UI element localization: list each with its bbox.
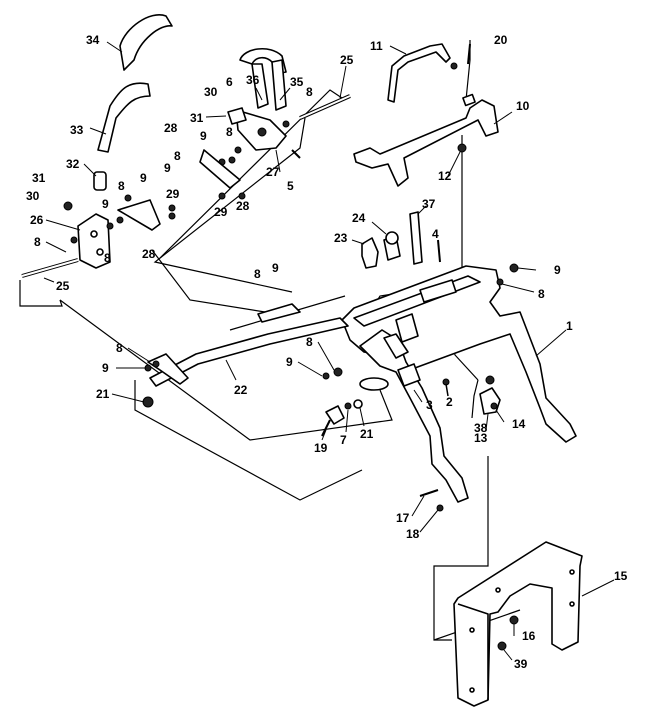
callout-12: 12 bbox=[438, 169, 452, 183]
callout-39: 39 bbox=[514, 657, 528, 671]
part-23-24-switches bbox=[351, 221, 401, 269]
callout-8: 8 bbox=[306, 85, 313, 99]
part-10-mounting-plate bbox=[353, 93, 513, 187]
callout-28: 28 bbox=[164, 121, 178, 135]
callout-29: 29 bbox=[166, 187, 180, 201]
part-15-frame-bracket bbox=[453, 541, 615, 707]
callout-14: 14 bbox=[512, 417, 526, 431]
callout-leaders bbox=[45, 149, 537, 661]
part-26-lever-bracket bbox=[45, 213, 111, 269]
callout-9: 9 bbox=[164, 161, 171, 175]
part-37-pin bbox=[409, 205, 427, 265]
part-16-39-nuts bbox=[497, 615, 519, 651]
upper-small-parts bbox=[168, 107, 301, 212]
part-20-screw bbox=[450, 43, 471, 70]
callout-8: 8 bbox=[104, 251, 111, 265]
callout-32: 32 bbox=[66, 157, 80, 171]
callout-31: 31 bbox=[32, 171, 46, 185]
callout-37: 37 bbox=[422, 197, 436, 211]
callout-8: 8 bbox=[116, 341, 123, 355]
callout-9: 9 bbox=[272, 261, 279, 275]
part-11-handle-bar bbox=[387, 43, 451, 103]
callout-8: 8 bbox=[174, 149, 181, 163]
part-1-console-body bbox=[341, 263, 577, 443]
callout-30: 30 bbox=[26, 189, 40, 203]
callout-6: 6 bbox=[226, 75, 233, 89]
callout-9: 9 bbox=[554, 263, 561, 277]
callout-30: 30 bbox=[204, 85, 218, 99]
part-33-lever-arm bbox=[89, 82, 151, 153]
callout-9: 9 bbox=[200, 129, 207, 143]
callout-34: 34 bbox=[86, 33, 100, 47]
part-17-18-fasteners bbox=[419, 489, 444, 512]
part-25-rod-upper bbox=[299, 65, 351, 120]
part-19-7-21-center-hardware bbox=[321, 367, 389, 437]
callout-13: 13 bbox=[474, 431, 488, 445]
callout-8: 8 bbox=[538, 287, 545, 301]
callout-26: 26 bbox=[30, 213, 44, 227]
callout-27: 27 bbox=[266, 165, 280, 179]
part-13-14-switch-assembly bbox=[479, 375, 501, 415]
callout-18: 18 bbox=[406, 527, 420, 541]
callout-16: 16 bbox=[522, 629, 536, 643]
part-3-steering-post bbox=[359, 329, 469, 503]
callout-19: 19 bbox=[314, 441, 328, 455]
callout-38: 38 bbox=[474, 421, 488, 435]
part-35-36-upper-lever bbox=[235, 48, 291, 151]
callout-23: 23 bbox=[334, 231, 348, 245]
part-25-rod-left bbox=[21, 258, 79, 283]
callout-9: 9 bbox=[102, 197, 109, 211]
callout-10: 10 bbox=[516, 99, 530, 113]
callout-25: 25 bbox=[56, 279, 70, 293]
callout-20: 20 bbox=[494, 33, 508, 47]
callout-2: 2 bbox=[446, 395, 453, 409]
callout-8: 8 bbox=[34, 235, 41, 249]
part-34-hand-grip bbox=[106, 14, 173, 71]
callout-31: 31 bbox=[190, 111, 204, 125]
callout-33: 33 bbox=[70, 123, 84, 137]
left-fasteners bbox=[63, 194, 176, 244]
callout-9: 9 bbox=[102, 361, 109, 375]
part-32-sleeve bbox=[83, 163, 107, 191]
callout-36: 36 bbox=[246, 73, 260, 87]
callout-22: 22 bbox=[234, 383, 248, 397]
callout-1: 1 bbox=[566, 319, 573, 333]
callout-28: 28 bbox=[236, 199, 250, 213]
callout-28: 28 bbox=[142, 247, 156, 261]
callout-labels: 1 2 3 4 5 6 7 8 8 8 8 8 8 8 8 8 8 9 9 9 … bbox=[26, 33, 628, 671]
part-12-nut bbox=[457, 143, 467, 153]
callout-21: 21 bbox=[360, 427, 374, 441]
callout-24: 24 bbox=[352, 211, 366, 225]
callout-7: 7 bbox=[340, 433, 347, 447]
callout-8: 8 bbox=[226, 125, 233, 139]
part-22-linkage-rod bbox=[149, 303, 349, 387]
callout-21: 21 bbox=[96, 387, 110, 401]
callout-4: 4 bbox=[432, 227, 439, 241]
callout-11: 11 bbox=[370, 39, 383, 53]
part-4-pin bbox=[437, 239, 441, 263]
callout-17: 17 bbox=[396, 511, 410, 525]
callout-8: 8 bbox=[306, 335, 313, 349]
callout-5: 5 bbox=[287, 179, 294, 193]
part-2-bolt bbox=[442, 378, 450, 397]
callout-9: 9 bbox=[286, 355, 293, 369]
callout-29: 29 bbox=[214, 205, 228, 219]
callout-15: 15 bbox=[614, 569, 628, 583]
callout-8: 8 bbox=[254, 267, 261, 281]
callout-9: 9 bbox=[140, 171, 147, 185]
callout-8: 8 bbox=[118, 179, 125, 193]
callout-35: 35 bbox=[290, 75, 304, 89]
callout-3: 3 bbox=[426, 398, 433, 412]
callout-25: 25 bbox=[340, 53, 354, 67]
